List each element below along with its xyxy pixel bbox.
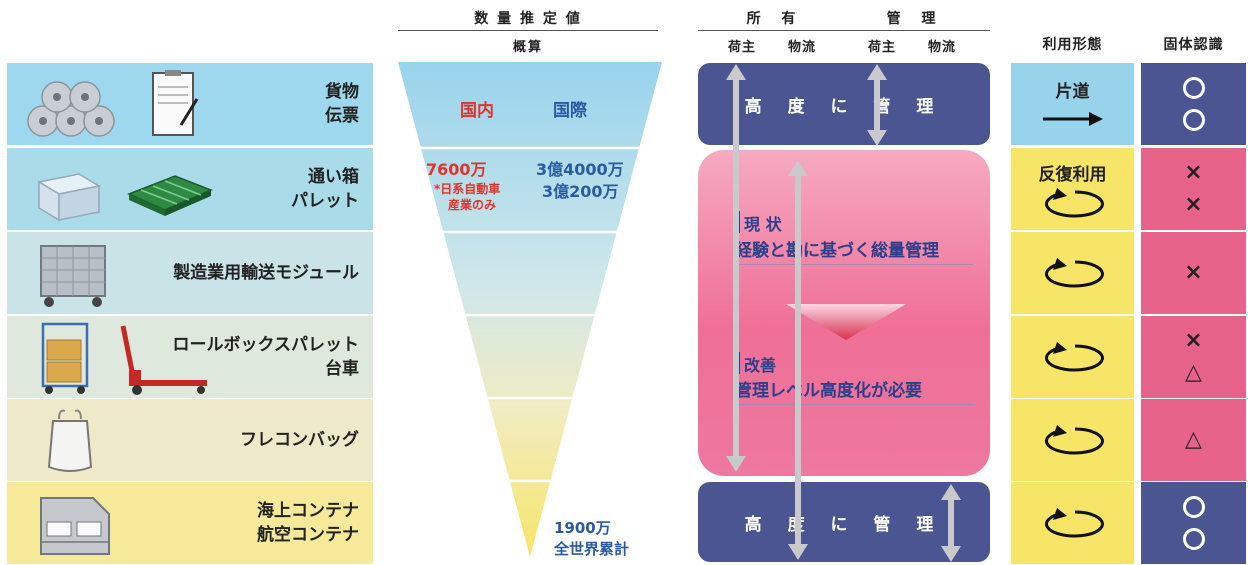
shipper-arrow-head-bottom bbox=[726, 456, 746, 472]
usage-cell-repeated-3 bbox=[1011, 316, 1134, 398]
circle-mark bbox=[1182, 496, 1205, 518]
transport-cage-icon bbox=[40, 245, 106, 307]
identification-header: 固体認識 bbox=[1163, 37, 1224, 53]
row-cargo-slip: 貨物 伝票 bbox=[7, 63, 373, 145]
bottom-short-arrow-head-top bbox=[941, 484, 961, 500]
usage-cell-repeated-5 bbox=[1011, 482, 1134, 564]
current-text: 経験と勘に基づく総量管理 bbox=[735, 236, 973, 265]
logistics-arrow-head-bottom bbox=[788, 544, 808, 560]
circle-mark bbox=[1182, 528, 1205, 550]
circle-mark bbox=[1182, 109, 1205, 131]
logistics-arrow-shaft bbox=[795, 170, 801, 550]
downward-triangle bbox=[786, 304, 906, 340]
id-cell-manufacturing-module: × bbox=[1141, 232, 1246, 314]
row-label-cargo-slip: 貨物 伝票 bbox=[325, 82, 359, 126]
row-marine-air-container: 海上コンテナ 航空コンテナ bbox=[7, 482, 373, 564]
usage-cell-repeated-2 bbox=[1011, 232, 1134, 314]
world-value: 1900万 bbox=[554, 519, 611, 537]
row-manufacturing-module: 製造業用輸送モジュール bbox=[7, 232, 373, 314]
air-container-icon bbox=[40, 497, 110, 555]
usage-repeated-label: 反復利用 bbox=[1038, 165, 1107, 185]
world-label: 全世界累計 bbox=[554, 540, 630, 558]
domestic-value: 7600万 bbox=[426, 160, 487, 179]
shipper-arrow-shaft bbox=[733, 74, 739, 460]
usage-header: 利用形態 bbox=[1042, 37, 1103, 53]
top-short-arrow-shaft bbox=[874, 76, 880, 136]
current-title: 現 状 bbox=[744, 215, 782, 234]
ownership-header-rule bbox=[698, 30, 990, 31]
management-header: 管 理 bbox=[886, 11, 944, 27]
returnable-box-icon bbox=[36, 173, 102, 222]
repeat-cycle-icon bbox=[1045, 425, 1104, 455]
repeat-cycle-icon bbox=[1045, 188, 1104, 218]
bottom-short-arrow-head-bottom bbox=[941, 546, 961, 562]
domestic-note-2: 産業のみ bbox=[448, 198, 497, 212]
repeat-cycle-icon bbox=[1045, 342, 1104, 372]
usage-one-way-label: 片道 bbox=[1055, 82, 1090, 102]
sub-label-shipper-1: 荷主 bbox=[727, 40, 756, 55]
repeat-cycle-icon bbox=[1045, 508, 1104, 538]
estimate-header-sub: 概算 bbox=[512, 40, 543, 55]
usage-cell-repeated-4 bbox=[1011, 399, 1134, 481]
shipper-arrow-head-top bbox=[726, 64, 746, 80]
international-label: 国際 bbox=[553, 101, 587, 121]
steel-coils-icon bbox=[27, 81, 115, 137]
top-management-box: 高 度 に 管 理 bbox=[698, 63, 990, 145]
roll-box-pallet-icon bbox=[41, 322, 89, 394]
international-value-1: 3億4000万 bbox=[536, 160, 624, 179]
domestic-note-1: *日系自動車 bbox=[434, 182, 501, 196]
usage-cell-one-way: 片道 bbox=[1011, 63, 1134, 145]
cross-mark: × bbox=[1184, 192, 1203, 217]
one-way-arrow-icon bbox=[1043, 112, 1103, 126]
circle-mark bbox=[1182, 77, 1205, 99]
clipboard-slip-icon bbox=[152, 70, 199, 136]
hand-pallet-truck-icon bbox=[120, 325, 207, 395]
id-cell-marine-air-container bbox=[1141, 482, 1246, 564]
repeat-cycle-icon bbox=[1045, 258, 1104, 288]
row-label-manufacturing-module: 製造業用輸送モジュール bbox=[173, 263, 359, 283]
logistics-arrow-head-top bbox=[788, 160, 808, 176]
funnel-shape bbox=[398, 62, 662, 557]
top-management-text: 高 度 に 管 理 bbox=[744, 96, 944, 117]
row-label-marine-air-container: 海上コンテナ 航空コンテナ bbox=[257, 501, 359, 545]
management-arrows bbox=[726, 64, 961, 562]
id-cell-returnable-box-pallet: × × bbox=[1141, 148, 1246, 230]
row-label-flexible-container-bag: フレコンバッグ bbox=[240, 430, 359, 450]
triangle-mark: △ bbox=[1185, 360, 1202, 385]
improve-title: 改善 bbox=[744, 356, 777, 375]
id-cell-roll-box-pallet: × △ bbox=[1141, 316, 1246, 398]
sub-label-logistics-2: 物流 bbox=[927, 40, 956, 55]
sub-label-logistics-1: 物流 bbox=[787, 40, 816, 55]
flexible-container-bag-icon bbox=[47, 409, 93, 472]
row-returnable-box-pallet: 通い箱 パレット bbox=[7, 148, 373, 230]
estimate-header-rule bbox=[398, 30, 658, 31]
triangle-mark: △ bbox=[1185, 427, 1202, 452]
quantity-funnel bbox=[398, 62, 662, 557]
id-cell-flexible-container-bag: △ bbox=[1141, 399, 1246, 481]
cross-mark: × bbox=[1184, 260, 1203, 285]
estimate-header-title: 数 量 推 定 値 bbox=[474, 11, 582, 27]
cross-mark: × bbox=[1184, 160, 1203, 185]
top-short-arrow-head-bottom bbox=[867, 130, 887, 146]
plastic-pallet-icon bbox=[127, 175, 213, 216]
domestic-label: 国内 bbox=[460, 101, 494, 121]
row-label-roll-box-pallet: ロールボックスパレット 台車 bbox=[172, 335, 360, 379]
ownership-header: 所 有 bbox=[746, 11, 804, 27]
international-value-2: 3億200万 bbox=[542, 182, 619, 201]
row-roll-box-pallet: ロールボックスパレット 台車 bbox=[7, 316, 373, 398]
top-short-arrow-head-top bbox=[867, 64, 887, 80]
cross-mark: × bbox=[1184, 328, 1203, 353]
row-flexible-container-bag: フレコンバッグ bbox=[7, 399, 373, 481]
bottom-short-arrow-shaft bbox=[948, 496, 954, 552]
id-cell-cargo-slip bbox=[1141, 63, 1246, 145]
row-label-returnable-box-pallet: 通い箱 パレット bbox=[291, 167, 359, 211]
sub-label-shipper-2: 荷主 bbox=[867, 40, 896, 55]
bottom-management-text: 高 度 に 管 理 bbox=[744, 514, 944, 535]
improve-text: 管理レベル高度化が必要 bbox=[735, 376, 973, 405]
bottom-management-box: 高 度 に 管 理 bbox=[698, 482, 990, 562]
usage-cell-repeated-1: 反復利用 bbox=[1011, 148, 1134, 230]
